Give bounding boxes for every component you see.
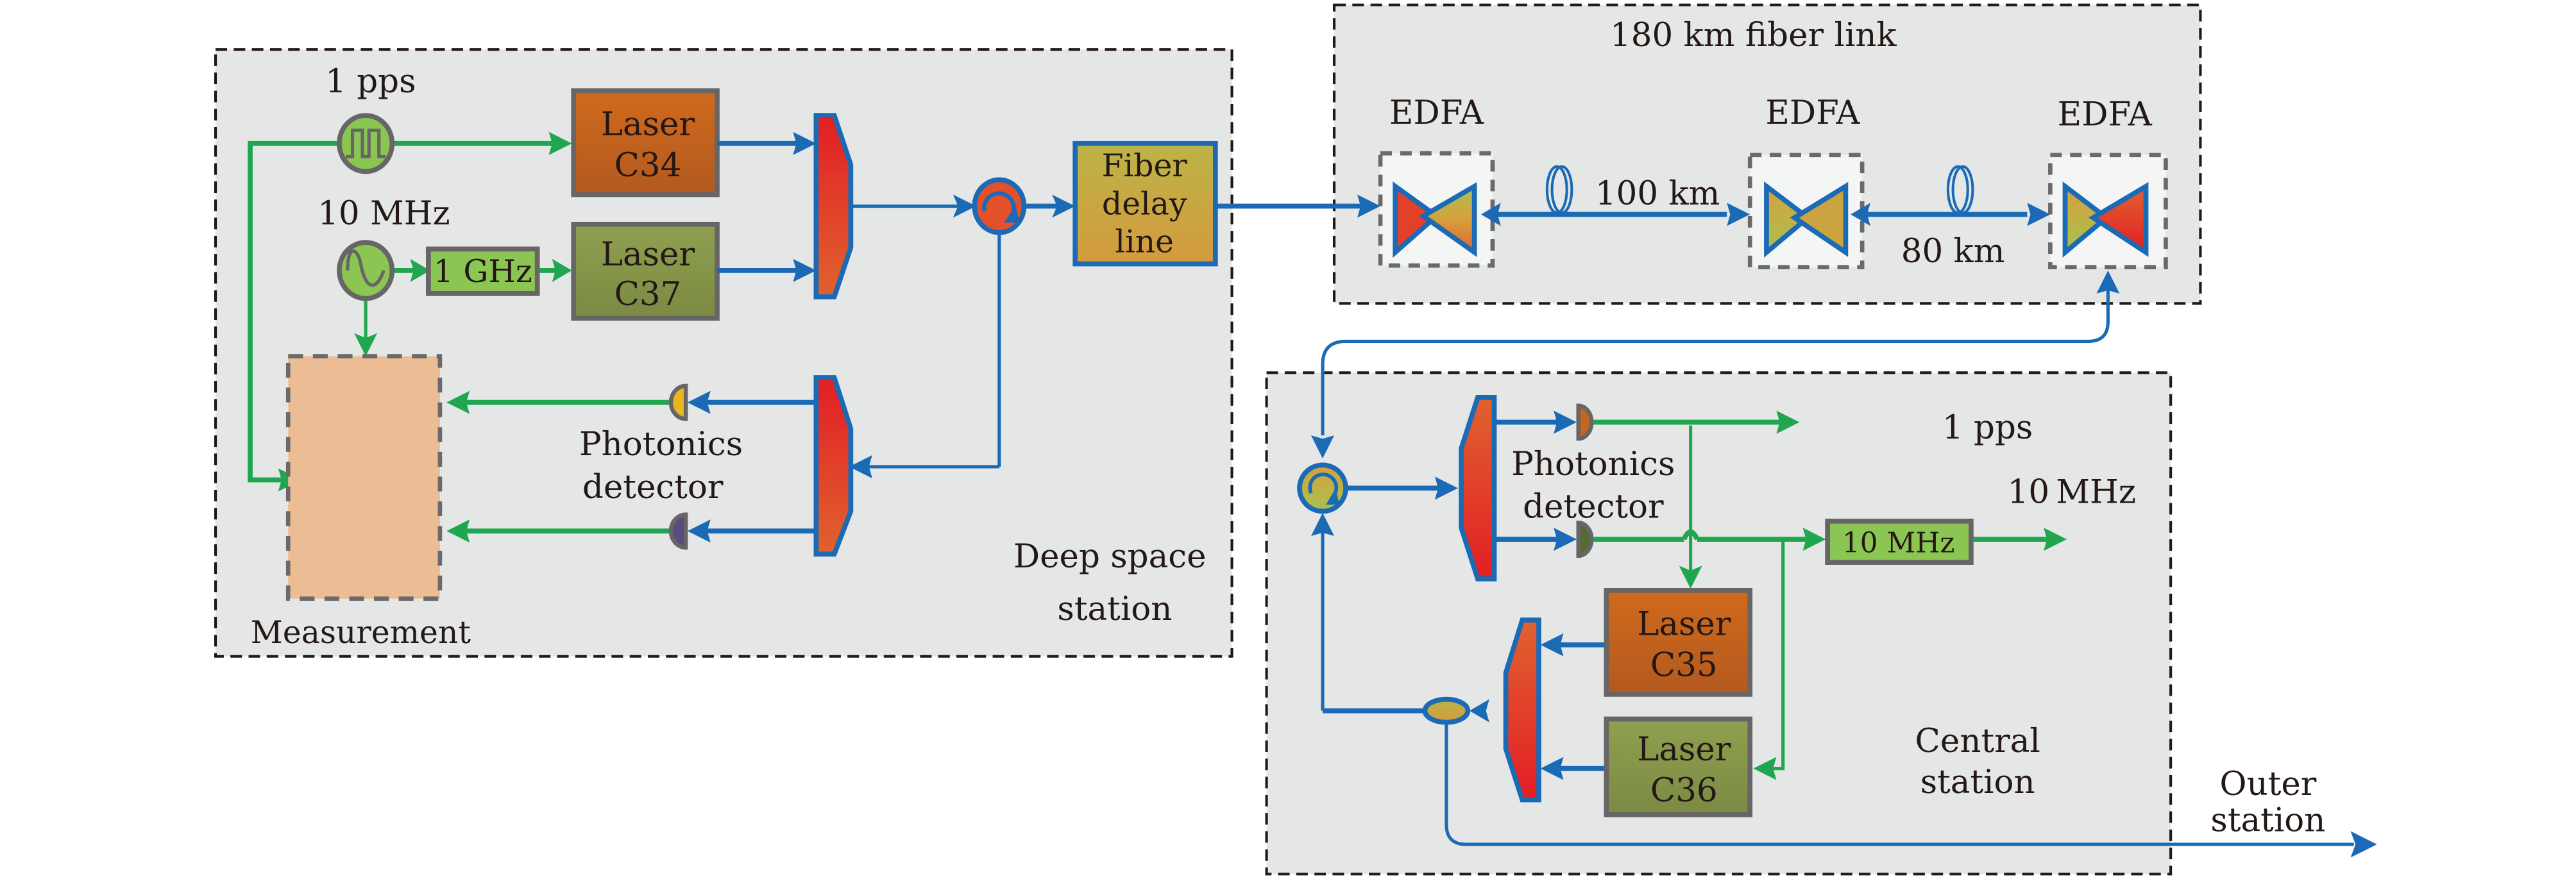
laser-c34-line1: Laser xyxy=(601,105,695,144)
span-80km-label: 80 km xyxy=(1901,232,2005,271)
laser-c34 xyxy=(571,88,720,197)
central-photodetector-2 xyxy=(1576,521,1594,558)
fiber-spool-100km-icon xyxy=(1545,165,1573,214)
filter-10mhz-box xyxy=(1825,518,1974,565)
wavelength-demultiplexer xyxy=(813,375,854,557)
fiber-delay-line2: delay xyxy=(1102,185,1187,222)
measurement-label: Measurement xyxy=(251,614,471,651)
fiber-delay-line1: Fiber xyxy=(1102,147,1188,184)
fiber-spans xyxy=(1480,203,2051,226)
laser-c36 xyxy=(1604,716,1753,817)
laser-c37-line2: C37 xyxy=(614,275,682,314)
edfa-1-label: EDFA xyxy=(1389,94,1484,132)
label-1pps-source: 1 pps xyxy=(325,62,416,101)
electrical-wiring-central xyxy=(1593,410,2067,780)
sine-wave-icon xyxy=(346,249,386,287)
fiber-delay-line xyxy=(1072,140,1218,267)
fiber-delay-line3: line xyxy=(1115,224,1174,260)
laser-c35-line2: C35 xyxy=(1650,646,1718,685)
electrical-wiring-deep-space xyxy=(248,131,675,543)
central-station-label-line2: station xyxy=(1920,763,2035,801)
central-photodetector-1 xyxy=(1576,403,1594,441)
optical-wiring-central xyxy=(1311,410,2377,858)
central-detector-label-line1: Photonics xyxy=(1511,445,1675,483)
pulse-generator-1pps xyxy=(337,113,395,174)
detector-label-line2: detector xyxy=(582,468,724,506)
wavelength-multiplexer xyxy=(813,113,854,299)
central-multiplexer xyxy=(1503,617,1541,803)
oscillator-10mhz xyxy=(337,240,395,301)
edfa-1-amplifier-icon xyxy=(1393,181,1477,258)
edfa-3-amplifier-icon xyxy=(2062,181,2149,258)
laser-c35-line1: Laser xyxy=(1637,605,1731,643)
multiplier-1ghz-box xyxy=(426,246,540,296)
outer-station-label-line1: Outer xyxy=(2219,765,2316,803)
laser-c37 xyxy=(571,221,720,321)
central-10mhz-output-label: 10 MHz xyxy=(2008,473,2136,512)
edfa-2-label: EDFA xyxy=(1765,94,1860,132)
filter-10mhz-label: 10 MHz xyxy=(1842,527,1954,560)
measurement-unit xyxy=(285,354,443,601)
laser-c36-line1: Laser xyxy=(1637,730,1731,769)
central-1pps-output-label: 1 pps xyxy=(1942,408,2033,447)
fiber-spool-80km-icon xyxy=(1946,165,1974,214)
central-detector-label-line2: detector xyxy=(1523,488,1664,526)
edfa-2-amplifier-icon xyxy=(1764,181,1849,258)
optical-wiring-deep-space xyxy=(687,131,1381,543)
deep-space-label-line1: Deep space xyxy=(1013,537,1207,576)
laser-c34-line2: C34 xyxy=(614,146,682,185)
detector-label-line1: Photonics xyxy=(579,425,743,464)
laser-c37-line1: Laser xyxy=(601,235,695,274)
multiplier-1ghz-label: 1 GHz xyxy=(434,253,532,290)
circulator-icon xyxy=(1308,473,1339,496)
edfa-3-label: EDFA xyxy=(2058,95,2153,133)
link-to-central-path xyxy=(1321,289,2110,436)
photodetector-1 xyxy=(668,383,688,421)
photodetector-2 xyxy=(668,512,688,550)
fiber-link-title: 180 km fiber link xyxy=(1610,16,1897,54)
central-circulator xyxy=(1297,462,1348,514)
circulator-icon xyxy=(982,191,1016,215)
laser-c35 xyxy=(1604,588,1753,697)
laser-c36-line2: C36 xyxy=(1650,771,1718,810)
square-wave-icon xyxy=(346,128,386,158)
optical-coupler xyxy=(1422,696,1471,725)
span-100km-label: 100 km xyxy=(1595,174,1720,213)
outer-station-label-line2: station xyxy=(2210,801,2325,839)
optical-circulator xyxy=(972,177,1027,235)
deep-space-label-line2: station xyxy=(1057,590,1172,628)
central-station-label-line1: Central xyxy=(1915,722,2040,760)
central-demultiplexer xyxy=(1459,395,1497,582)
label-10mhz-source: 10 MHz xyxy=(318,194,450,233)
